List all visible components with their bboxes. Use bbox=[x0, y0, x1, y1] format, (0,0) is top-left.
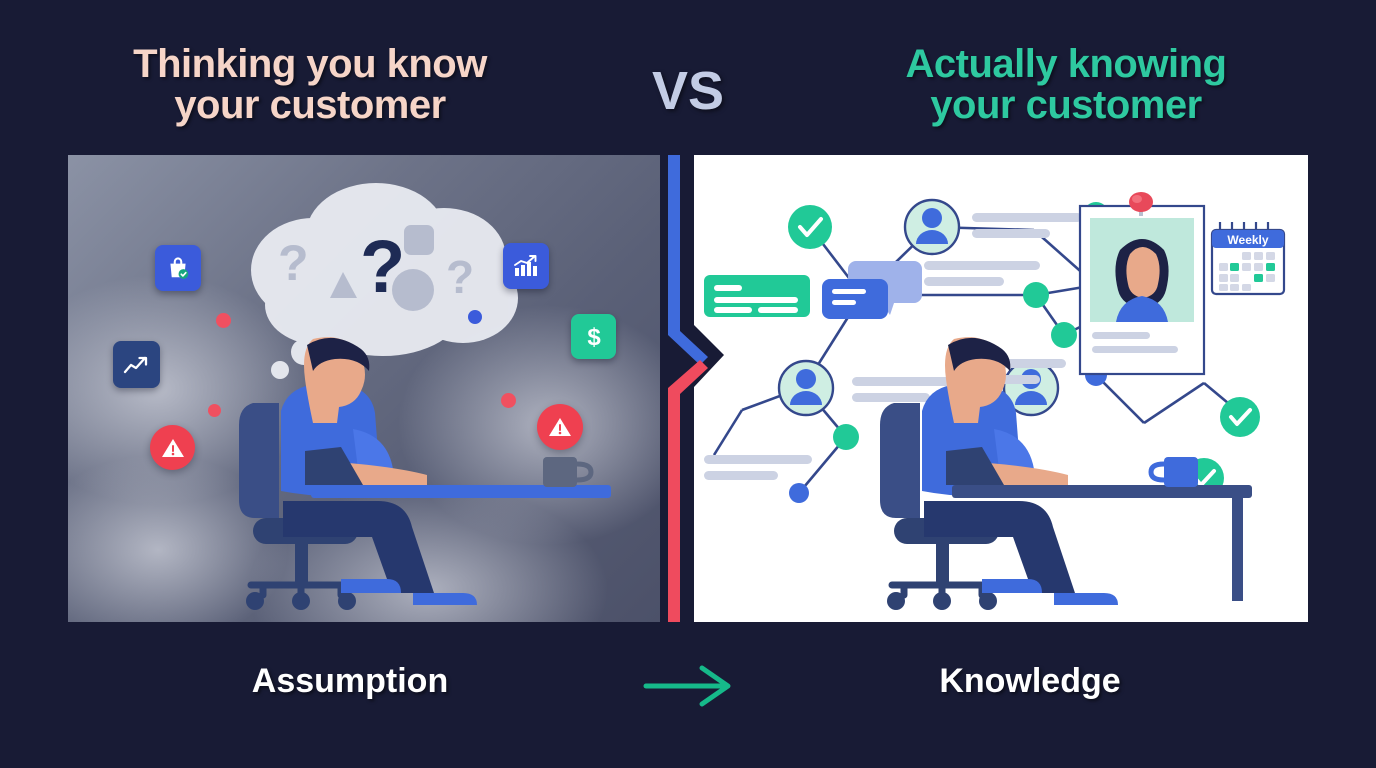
legs bbox=[283, 501, 434, 593]
chair-legs bbox=[247, 581, 357, 599]
check-node bbox=[788, 205, 832, 249]
heading-left: Thinking you know your customer bbox=[133, 42, 487, 127]
calendar-title: Weekly bbox=[1227, 233, 1268, 247]
mug bbox=[543, 457, 577, 487]
assumption-panel: ? ? ? bbox=[68, 155, 684, 622]
footer-label-knowledge: Knowledge bbox=[939, 662, 1121, 700]
laptop bbox=[946, 447, 1004, 485]
hair bbox=[307, 337, 370, 371]
profile-photo bbox=[1115, 239, 1169, 322]
transition-arrow-icon bbox=[643, 665, 731, 707]
pin-icon bbox=[1129, 192, 1153, 216]
knowledge-panel: Weekly bbox=[684, 155, 1308, 622]
accent-dot bbox=[468, 310, 482, 324]
line-chart-icon bbox=[113, 341, 160, 388]
calendar-highlight bbox=[1230, 263, 1275, 282]
warning-icon bbox=[150, 425, 195, 470]
avatar-node bbox=[903, 198, 961, 256]
chair-post bbox=[295, 541, 308, 583]
check-node bbox=[1220, 397, 1260, 437]
accent-dot bbox=[216, 313, 231, 328]
accent-dot bbox=[501, 393, 516, 408]
knowledge-figure bbox=[880, 337, 1252, 610]
question-mark-small: ? bbox=[446, 251, 474, 303]
network-node bbox=[833, 424, 859, 450]
hair bbox=[948, 337, 1011, 371]
footer-label-assumption: Assumption bbox=[251, 662, 449, 700]
vs-divider-label: VS bbox=[651, 61, 725, 121]
chair-post bbox=[936, 541, 949, 583]
laptop bbox=[305, 447, 363, 485]
question-mark-small: ? bbox=[278, 235, 309, 291]
network-node bbox=[1051, 322, 1077, 348]
chair-legs bbox=[888, 581, 998, 599]
warning-icon bbox=[537, 404, 583, 450]
chat-bubbles bbox=[822, 261, 922, 319]
circle-shape bbox=[392, 269, 434, 311]
network-node bbox=[1023, 282, 1049, 308]
desk-leg bbox=[1232, 493, 1243, 601]
square-shape bbox=[404, 225, 434, 255]
profile-text-line bbox=[1092, 346, 1178, 353]
mug bbox=[1164, 457, 1198, 487]
heading-right: Actually knowing your customer bbox=[905, 42, 1227, 127]
assumption-figure bbox=[239, 337, 611, 610]
customer-profile-card bbox=[1078, 192, 1206, 376]
green-data-card bbox=[704, 275, 810, 317]
network-node bbox=[789, 483, 809, 503]
svg-text:$: $ bbox=[587, 324, 601, 351]
legs bbox=[924, 501, 1075, 593]
chair-back bbox=[239, 403, 279, 518]
shopping-bag-icon bbox=[155, 245, 201, 291]
triangle-shape bbox=[330, 272, 357, 298]
bar-chart-icon bbox=[503, 243, 549, 289]
chair-back bbox=[880, 403, 920, 518]
weekly-calendar: Weekly bbox=[1210, 222, 1286, 296]
profile-text-line bbox=[1092, 332, 1150, 339]
dollar-icon: $ bbox=[571, 314, 616, 359]
desk-top bbox=[311, 485, 611, 498]
desk-top bbox=[952, 485, 1252, 498]
avatar-node bbox=[777, 359, 835, 417]
accent-dot bbox=[208, 404, 221, 417]
